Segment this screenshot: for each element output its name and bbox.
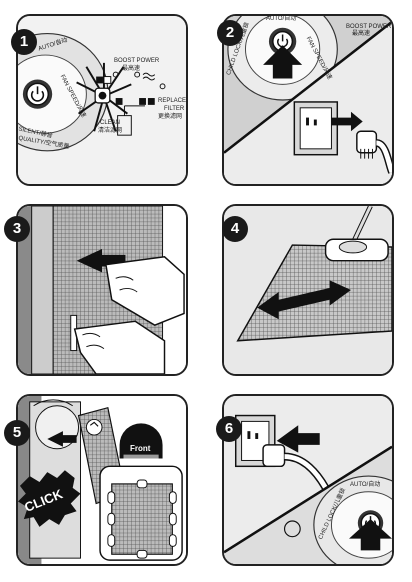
filter-label: FILTER bbox=[164, 106, 184, 113]
boost-power-cn-label: 最高速 bbox=[122, 66, 140, 73]
boost-power-cn-label: 最高速 bbox=[352, 31, 370, 38]
step-number: 1 bbox=[11, 29, 37, 55]
plug-in-power-on-illustration bbox=[224, 396, 392, 564]
boost-power-label: BOOST POWER bbox=[114, 58, 159, 65]
replace-cn-label: 更换滤网 bbox=[158, 114, 182, 121]
step-number: 2 bbox=[217, 20, 243, 46]
reinstall-filter-illustration bbox=[18, 396, 186, 564]
boost-power-label: BOOST POWER bbox=[346, 24, 391, 31]
step-number: 4 bbox=[222, 216, 248, 242]
remove-filter-illustration bbox=[18, 206, 186, 374]
auto-label: AUTO/自动 bbox=[350, 482, 380, 489]
step-number: 5 bbox=[4, 420, 30, 446]
step-5-panel: CLICK Front bbox=[16, 394, 188, 566]
clean-cn-label: 清洁滤网 bbox=[98, 128, 122, 135]
vacuum-filter-illustration bbox=[224, 206, 392, 374]
step-1-panel: AUTO/自动 FAN SPEED/风速 BOOST POWER 最高速 CLE… bbox=[16, 14, 188, 186]
step-number: 3 bbox=[4, 216, 30, 242]
clean-label: CLEAN bbox=[100, 120, 120, 127]
step-6-panel: AUTO/自动 CHILD LOCK/儿童锁 bbox=[222, 394, 394, 566]
step-3-panel bbox=[16, 204, 188, 376]
step-number: 6 bbox=[216, 416, 242, 442]
replace-label: REPLACE bbox=[158, 98, 186, 105]
front-label: Front bbox=[130, 444, 150, 453]
step-2-panel: AUTO/自动 FAN SPEED/风速 CHILD LOCK/儿童锁 BOOS… bbox=[222, 14, 394, 186]
auto-label: AUTO/自动 bbox=[266, 16, 296, 23]
